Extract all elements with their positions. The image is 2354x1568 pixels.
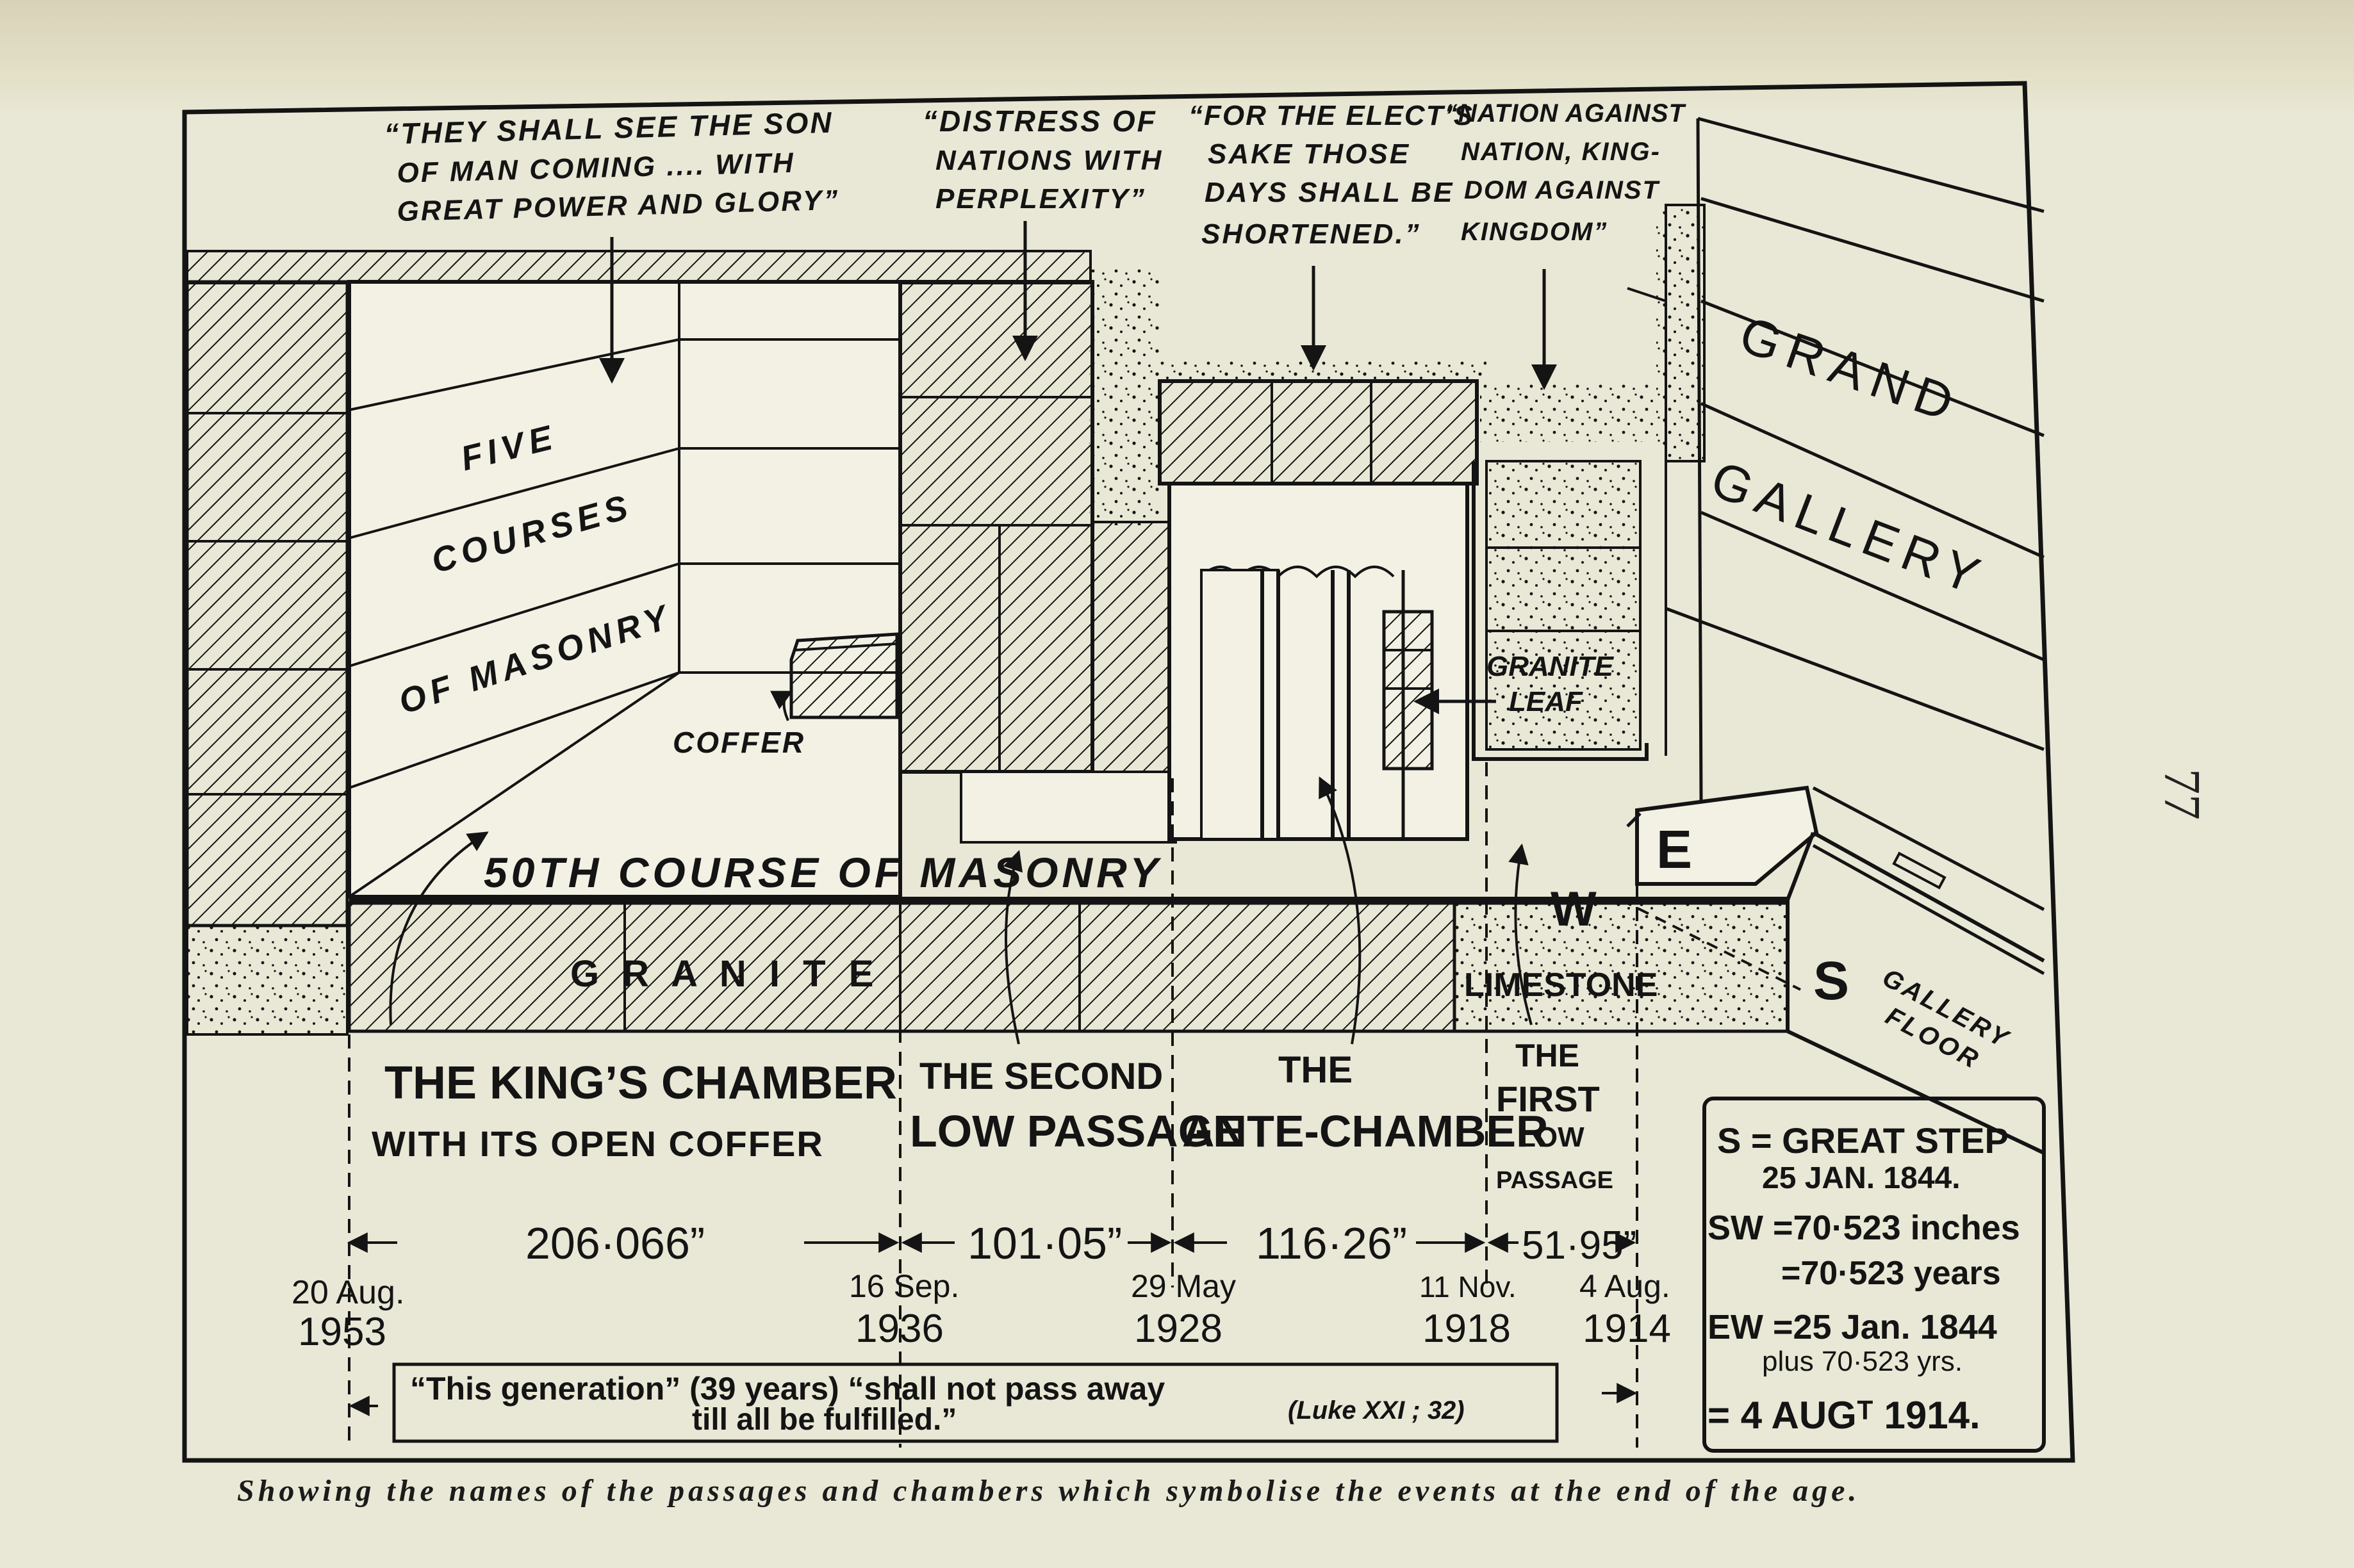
quote-4-line-1: “NATION AGAINST — [1445, 99, 1687, 127]
pointer-arrows — [389, 689, 1533, 1045]
date-1914-year: 1914 — [1583, 1307, 1671, 1351]
date-1918-day: 11 Nov. — [1419, 1270, 1517, 1303]
label-granite-leaf-1: GRANITE — [1486, 651, 1615, 682]
legend-line-6: plus 70·523 yrs. — [1762, 1346, 1963, 1377]
first-passage-blocks — [1472, 211, 1701, 761]
label-letter-w: W — [1551, 882, 1597, 936]
label-gallery: GALLERY — [1704, 450, 1995, 607]
figure-caption: Showing the names of the passages and ch… — [237, 1474, 1861, 1508]
fiftieth-course-floor — [349, 831, 1815, 903]
label-50th-course: 50TH COURSE OF MASONRY — [484, 849, 1162, 896]
date-1953-day: 20 Aug. — [292, 1274, 404, 1311]
section-first-passage-4: PASSAGE — [1496, 1167, 1613, 1194]
legend-line-1: S = GREAT STEP — [1717, 1120, 2009, 1161]
quote-1-line-2: OF MAN COMING .... WITH — [397, 147, 795, 189]
quote-1-line-1: “THEY SHALL SEE THE SON — [384, 106, 834, 151]
quote-arrows — [599, 221, 1557, 390]
roof-band — [186, 250, 1092, 284]
granite-floor-band — [347, 900, 1790, 1033]
measurement-second-passage: 101·05” — [967, 1218, 1122, 1268]
quote-3-line-1: “FOR THE ELECT’S — [1189, 100, 1474, 131]
great-step — [1626, 785, 1819, 886]
legend-line-7: = 4 AUGᵀ 1914. — [1708, 1394, 1980, 1437]
section-kings-chamber-1: THE KING’S CHAMBER — [384, 1058, 897, 1109]
generation-box — [392, 1362, 1559, 1443]
date-1914-day: 4 Aug. — [1579, 1268, 1670, 1304]
date-1953-year: 1953 — [298, 1310, 386, 1354]
label-grand: GRAND — [1733, 306, 1968, 434]
label-granite-floor: G R A N I T E — [570, 953, 880, 995]
quote-3-line-2: SAKE THOSE — [1208, 138, 1410, 170]
label-limestone: LIMESTONE — [1464, 967, 1658, 1004]
date-1928-year: 1928 — [1134, 1307, 1222, 1351]
label-coffer: COFFER — [673, 726, 805, 759]
quote-4-line-4: KINGDOM” — [1461, 218, 1608, 246]
quote-1-line-3: GREAT POWER AND GLORY” — [397, 184, 840, 227]
generation-line-2: till all be fulfilled.” — [692, 1403, 957, 1437]
legend-line-5: EW =25 Jan. 1844 — [1708, 1308, 1997, 1346]
section-second-passage-1: THE SECOND — [919, 1056, 1163, 1097]
date-1936-year: 1936 — [855, 1307, 944, 1351]
date-1928-day: 29 May — [1131, 1268, 1236, 1304]
section-second-passage-2: LOW PASSAGE — [910, 1106, 1243, 1156]
section-first-passage-3: LOW — [1519, 1122, 1584, 1153]
ante-chamber-structure — [1128, 359, 1486, 841]
second-passage-blocks — [898, 269, 1177, 844]
section-first-passage-2: FIRST — [1496, 1079, 1600, 1119]
legend-line-3: SW =70·523 inches — [1708, 1209, 2020, 1247]
gallery-floor-slope — [1620, 831, 2045, 1155]
section-dividers — [348, 762, 1638, 1448]
label-granite-leaf-2: LEAF — [1509, 686, 1583, 717]
measurement-first-passage: 51·95” — [1522, 1223, 1636, 1268]
quote-2-line-2: NATIONS WITH — [935, 145, 1163, 176]
legend-line-4: =70·523 years — [1781, 1255, 2001, 1292]
quote-2-line-1: “DISTRESS OF — [923, 104, 1157, 138]
quote-4-line-3: DOM AGAINST — [1464, 176, 1661, 204]
measurement-kings-chamber: 206·066” — [525, 1218, 705, 1268]
quote-2-line-3: PERPLEXITY” — [935, 183, 1146, 215]
quote-4-line-2: NATION, KING- — [1461, 138, 1661, 166]
diagram-frame — [182, 81, 2075, 1463]
label-letter-e: E — [1656, 819, 1692, 879]
generation-reference: (Luke XXI ; 32) — [1288, 1396, 1465, 1425]
coffer-shape — [789, 632, 899, 719]
generation-line-1: “This generation” (39 years) “shall not … — [410, 1371, 1165, 1407]
section-kings-chamber-2: WITH ITS OPEN COFFER — [372, 1123, 824, 1164]
left-wall-blocks — [185, 280, 349, 1036]
legend-line-2: 25 JAN. 1844. — [1762, 1161, 1961, 1195]
section-ante-chamber-1: THE — [1278, 1049, 1353, 1091]
legend-box — [1702, 1097, 2046, 1453]
kings-chamber-wall — [347, 280, 902, 899]
quote-3-line-3: DAYS SHALL BE — [1205, 177, 1454, 208]
date-1918-year: 1918 — [1422, 1307, 1511, 1351]
grand-gallery — [1665, 117, 2045, 976]
section-ante-chamber-2: ANTE-CHAMBER — [1182, 1106, 1549, 1156]
measurement-arrows — [347, 1232, 1638, 1416]
date-1936-day: 16 Sep. — [849, 1268, 959, 1304]
page-number: 77 — [2153, 769, 2210, 820]
label-letter-s: S — [1813, 951, 1849, 1011]
quote-3-line-4: SHORTENED.” — [1201, 218, 1421, 250]
section-first-passage-1: THE — [1515, 1038, 1579, 1074]
measurement-ante-chamber: 116·26” — [1256, 1218, 1407, 1268]
